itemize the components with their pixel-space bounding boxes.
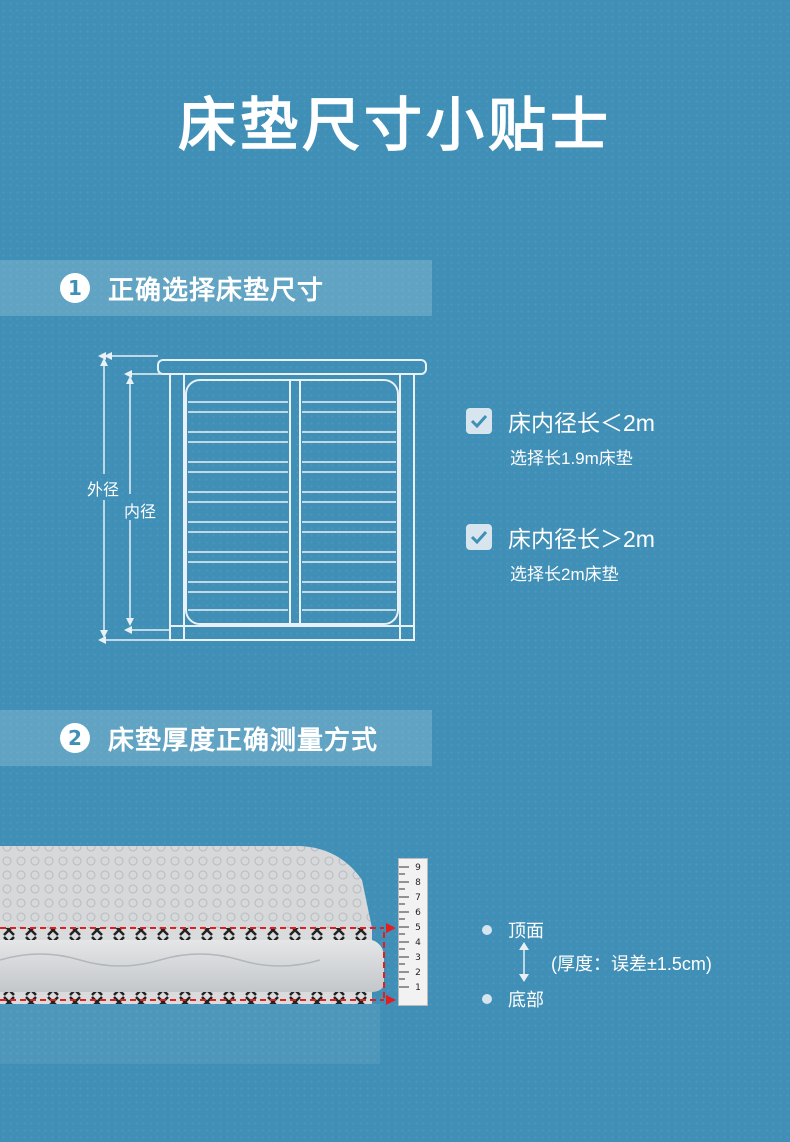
ruler: 9 8 7 6 5 4 3 2 1 [398,858,428,1006]
outer-diameter-label: 外径 [87,482,120,499]
ruler-tick: 6 [415,908,421,918]
bed-frame-diagram [98,352,427,644]
bullet-icon [482,925,492,935]
top-surface-row: 顶面 [482,917,544,943]
thickness-note: (厚度：误差±1.5cm) [551,954,712,974]
ruler-ticks: 9 8 7 6 5 4 3 2 1 [412,861,424,996]
section-2-number: 2 [60,723,90,753]
checkbox-icon [466,524,492,550]
section-1-heading: 正确选择床垫尺寸 [108,274,325,305]
ruler-tick: 5 [415,923,421,933]
section-1-number: 1 [60,273,90,303]
ruler-tick: 7 [415,893,421,903]
option-short-subtitle: 选择长1.9m床垫 [510,449,633,468]
ruler-tick: 3 [415,953,421,963]
bottom-row: 底部 [482,986,544,1012]
ruler-tick: 4 [415,938,421,948]
section-2-heading: 床垫厚度正确测量方式 [108,724,379,755]
option-long-subtitle: 选择长2m床垫 [510,565,619,584]
inner-diameter-label: 内径 [124,504,157,521]
section-2-header: 2 床垫厚度正确测量方式 [0,710,432,766]
ruler-tick: 2 [415,968,421,978]
double-arrow-icon [519,942,529,982]
top-surface-label: 顶面 [508,921,544,941]
ruler-tick: 1 [415,983,421,993]
ruler-tick: 8 [415,878,421,888]
checkbox-icon [466,408,492,434]
mattress-image [0,846,396,1064]
bullet-icon [482,994,492,1004]
ruler-tick: 9 [415,863,421,873]
bottom-label: 底部 [508,990,544,1010]
option-short-title: 床内径长＜2m [508,410,655,436]
option-long-title: 床内径长＞2m [508,526,655,552]
page-title: 床垫尺寸小贴士 [177,91,612,159]
section-1-header: 1 正确选择床垫尺寸 [0,260,432,316]
